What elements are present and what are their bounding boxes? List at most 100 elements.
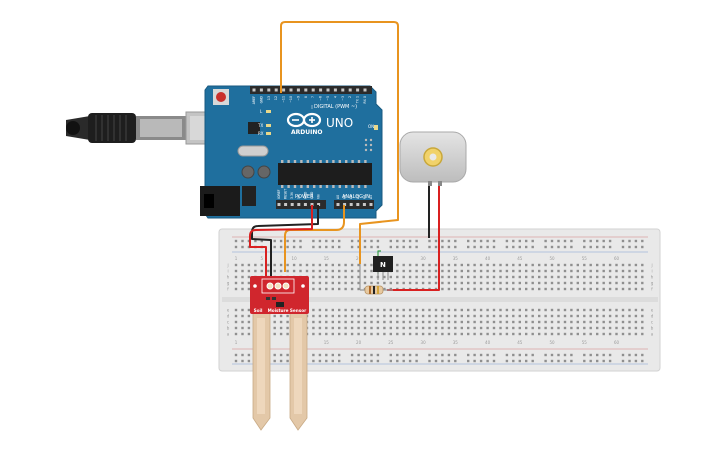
wire-red-motor — [387, 186, 440, 291]
pin-label: A3 — [356, 195, 360, 199]
row-letter: a — [651, 332, 654, 337]
analog-header[interactable] — [336, 203, 373, 206]
column-number-bottom: 25 — [388, 340, 394, 345]
reset-button[interactable] — [213, 89, 229, 105]
row-letter: d — [227, 314, 230, 319]
wires[interactable] — [249, 21, 440, 291]
row-letter: d — [651, 314, 654, 319]
row-letter: a — [227, 332, 230, 337]
indicator-leds: L TX RX — [257, 109, 271, 136]
power-header[interactable] — [277, 203, 321, 206]
column-number-top: 15 — [324, 256, 330, 261]
row-letter: b — [651, 326, 654, 331]
resistor[interactable] — [359, 264, 393, 295]
column-number-bottom: 20 — [356, 340, 362, 345]
column-number-bottom: 45 — [517, 340, 523, 345]
sensor-title-word: Sensor — [290, 308, 307, 313]
column-number-bottom: 50 — [549, 340, 555, 345]
svg-text:RX: RX — [258, 131, 264, 136]
row-letter: f — [227, 287, 229, 292]
sensor-title-word: Soil — [254, 308, 263, 313]
pin-label: A4 — [362, 195, 366, 199]
wire-orange-sensor — [284, 205, 345, 272]
power-jack[interactable] — [200, 186, 240, 216]
row-letter: i — [651, 269, 652, 274]
row-letter: g — [651, 281, 654, 286]
pin-label: RESET — [284, 189, 288, 199]
sensor-title-word: Moisture — [268, 308, 289, 313]
pin-label: GND — [310, 191, 314, 199]
pin-label: 3.3V — [290, 191, 294, 199]
pin-label: GND — [259, 95, 263, 103]
pin-label: A5 — [369, 195, 373, 199]
row-letter: i — [227, 269, 228, 274]
column-number-bottom: 40 — [485, 340, 491, 345]
pin-label: 7 — [311, 96, 315, 98]
row-letter: j — [226, 263, 228, 268]
atmega-chip — [278, 160, 372, 188]
pin-label: ~10 — [289, 96, 293, 103]
power-header-label: POWER — [295, 194, 314, 200]
pin-label: TX 1 — [356, 96, 360, 104]
svg-text:TX: TX — [257, 123, 263, 128]
column-number-top: 35 — [453, 256, 459, 261]
pin-label: IOREF — [277, 189, 281, 199]
column-number-top: 5 — [261, 256, 264, 261]
svg-text:L: L — [260, 109, 263, 114]
dc-motor[interactable] — [399, 131, 467, 186]
pin-label: ~9 — [296, 96, 300, 101]
arduino-model-text: UNO — [326, 116, 353, 130]
row-letter: e — [651, 308, 654, 313]
arduino-logo: ARDUINO UNO — [286, 112, 353, 136]
pin-label: ~6 — [319, 96, 323, 101]
row-letter: g — [227, 281, 230, 286]
row-letter: c — [651, 320, 653, 325]
pin-label: 4 — [333, 96, 337, 98]
pin-label: ~3 — [341, 96, 345, 101]
usb-cable[interactable] — [20, 111, 221, 145]
row-letter: e — [227, 308, 230, 313]
digital-header-label: DIGITAL (PWM ~) — [314, 104, 357, 110]
row-letter: b — [227, 326, 230, 331]
pin-label: 13 — [267, 96, 271, 100]
pin-label: 5V — [297, 194, 301, 199]
on-label: ON — [368, 124, 374, 129]
column-number-bottom: 60 — [614, 340, 620, 345]
column-number-bottom: 35 — [453, 340, 459, 345]
npn-transistor[interactable]: N — [373, 256, 393, 280]
column-number-top: 40 — [485, 256, 491, 261]
column-number-bottom: 1 — [235, 340, 238, 345]
pin-label: A0 — [336, 195, 340, 199]
transistor-label: N — [380, 261, 386, 269]
column-number-bottom: 15 — [324, 340, 330, 345]
column-number-top: 55 — [582, 256, 588, 261]
column-number-top: 10 — [292, 256, 298, 261]
column-number-top: 50 — [549, 256, 555, 261]
pin-label: ~11 — [282, 96, 286, 103]
wire-orange-signal — [280, 21, 399, 264]
row-letter: j — [650, 263, 652, 268]
digital-header[interactable] — [252, 88, 367, 92]
row-letter: c — [227, 320, 229, 325]
column-number-top: 45 — [517, 256, 523, 261]
row-letter: h — [651, 275, 654, 280]
pin-label: 12 — [274, 96, 278, 100]
column-number-top: 30 — [421, 256, 427, 261]
pin-label: 2 — [348, 96, 352, 98]
analog-header-label: ANALOG IN — [342, 194, 370, 200]
wire-black-ground — [251, 205, 319, 278]
pin-label: A2 — [349, 195, 353, 199]
pin-label: AREF — [252, 96, 256, 104]
pin-label: GND — [303, 191, 307, 199]
column-number-top: 60 — [614, 256, 620, 261]
pin-label: 8 — [304, 96, 308, 98]
pin-label: Vin — [317, 194, 321, 199]
pin-label: RX 0 — [363, 96, 367, 103]
row-letter: f — [651, 287, 653, 292]
